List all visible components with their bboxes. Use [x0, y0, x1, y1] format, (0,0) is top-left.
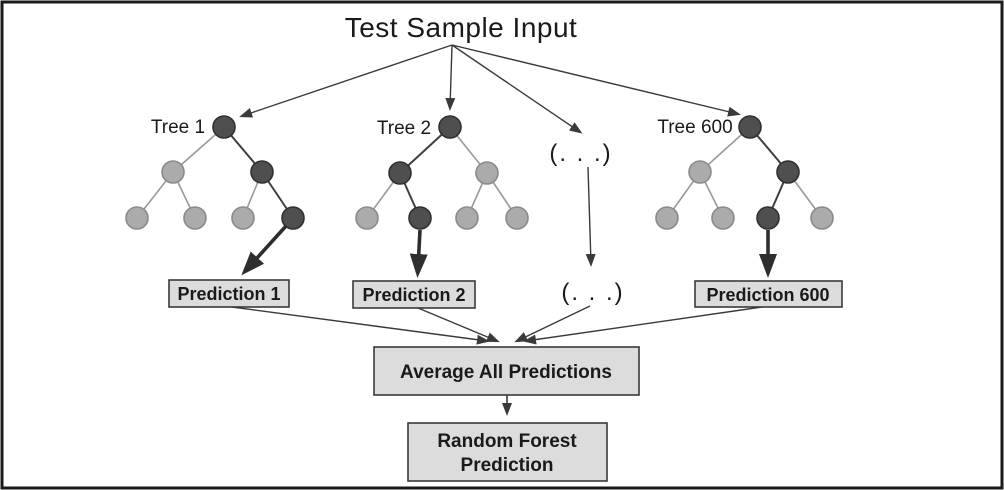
prediction-600-label: Prediction 600: [706, 285, 829, 305]
tree-node-dark: [738, 115, 762, 139]
prediction-2-box: Prediction 2: [352, 280, 476, 309]
tree-node-dark: [438, 115, 462, 139]
ellipsis-trees: (. . .): [549, 140, 612, 167]
fan-arrows-layer: [239, 44, 741, 267]
tree-node-dark: [388, 161, 412, 185]
tree-node-dark: [250, 160, 274, 184]
tree-node-dark: [212, 115, 236, 139]
fan-arrow: [451, 44, 741, 117]
tree-node-light: [711, 206, 735, 230]
fan-arrow: [445, 44, 456, 111]
prediction-2-label: Prediction 2: [362, 285, 465, 305]
tree-node-light: [475, 161, 499, 185]
tree-node-dark: [281, 206, 305, 230]
prediction-1-box: Prediction 1: [168, 279, 290, 308]
converge-arrow: [231, 306, 490, 345]
tree-node-light: [161, 160, 185, 184]
tree-node-light: [231, 206, 255, 230]
tree-node-light: [810, 206, 834, 230]
trees-layer: [125, 115, 834, 230]
converge-arrow: [417, 307, 500, 343]
tree-node-light: [505, 206, 529, 230]
ellipsis-predictions: (. . .): [561, 279, 624, 306]
tree-node-dark: [756, 206, 780, 230]
tree-node-light: [688, 160, 712, 184]
tree-node-dark: [408, 206, 432, 230]
tree-600-label: Tree 600: [657, 117, 732, 138]
tree-node-light: [355, 206, 379, 230]
tree-1-label: Tree 1: [151, 117, 205, 138]
prediction-arrow: [409, 229, 428, 278]
prediction-arrow: [241, 224, 288, 276]
tree-2: [355, 115, 529, 230]
average-box: Average All Predictions: [373, 346, 640, 396]
tree-1: [125, 115, 305, 230]
tree-node-light: [183, 206, 207, 230]
fan-arrow: [451, 44, 583, 134]
tree-node-dark: [776, 160, 800, 184]
diagram-title: Test Sample Input: [345, 12, 578, 43]
tree-3: [655, 115, 834, 230]
tree-node-light: [455, 206, 479, 230]
tree-node-light: [655, 206, 679, 230]
random-forest-prediction-box: Random Forest Prediction: [407, 422, 608, 482]
flow-arrows-layer: [231, 224, 777, 416]
tree-2-label: Tree 2: [377, 118, 431, 139]
fan-arrow: [239, 44, 453, 118]
rf-label-line1: Random Forest: [437, 431, 577, 452]
prediction-1-label: Prediction 1: [177, 284, 280, 304]
rf-label-line2: Prediction: [461, 455, 554, 476]
ellipsis-arrow: [585, 166, 596, 267]
converge-arrow: [523, 306, 763, 345]
prediction-600-box: Prediction 600: [694, 280, 843, 308]
average-label: Average All Predictions: [400, 362, 612, 383]
tree-node-light: [125, 206, 149, 230]
